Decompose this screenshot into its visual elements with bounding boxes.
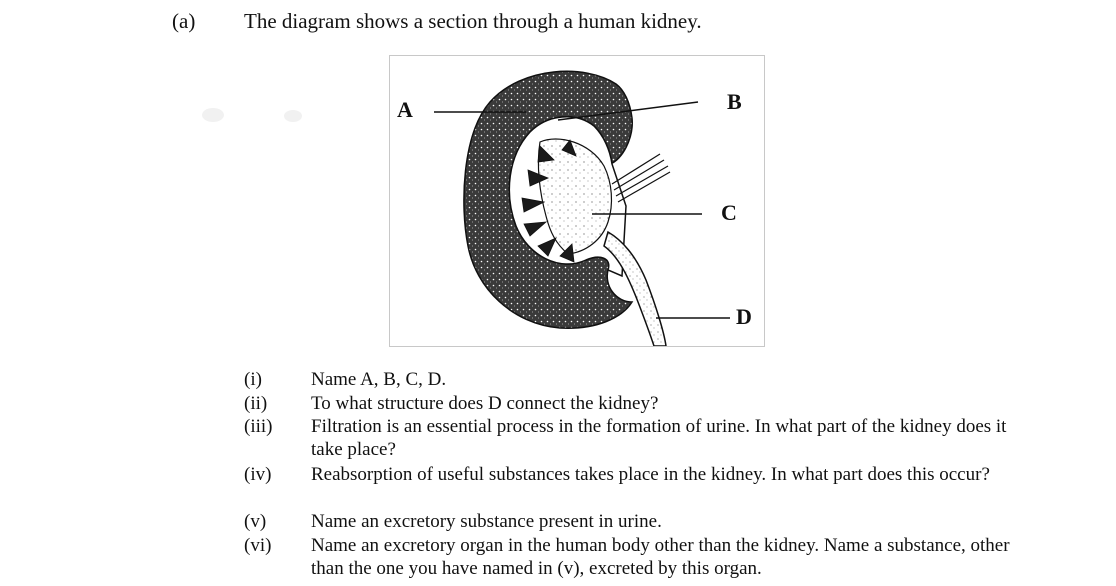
renal-pelvis [537, 138, 613, 255]
question-text-iii: Filtration is an essential process in th… [311, 416, 1007, 460]
question-number-i: (i) [244, 369, 262, 390]
renal-blood-vessels [611, 153, 671, 203]
question-text-v: Name an excretory substance present in u… [311, 511, 662, 532]
question-text-vi: Name an excretory organ in the human bod… [311, 535, 1010, 579]
question-number-v: (v) [244, 511, 267, 532]
question-number-iv: (iv) [244, 464, 272, 485]
label-b: B [727, 89, 742, 114]
label-a: A [397, 97, 413, 122]
label-c: C [721, 200, 737, 225]
question-number-vi: (vi) [244, 535, 272, 556]
kidney-section-illustration [434, 70, 730, 346]
scan-smudge [202, 108, 224, 122]
question-number-ii: (ii) [244, 393, 268, 414]
question-number-iii: (iii) [244, 416, 273, 437]
question-text-iv: Reabsorption of useful substances takes … [311, 464, 990, 485]
question-text-ii: To what structure does D connect the kid… [311, 393, 659, 414]
ureter [603, 230, 667, 346]
medulla-pyramids [521, 139, 577, 263]
question-text-i: Name A, B, C, D. [311, 369, 447, 390]
question-part-label: (a) [172, 9, 196, 33]
scan-smudge [284, 110, 302, 122]
label-d: D [736, 304, 752, 329]
kidney-diagram: A B C D [389, 55, 765, 347]
question-stem: The diagram shows a section through a hu… [244, 9, 702, 33]
label-b-leader [557, 101, 699, 121]
